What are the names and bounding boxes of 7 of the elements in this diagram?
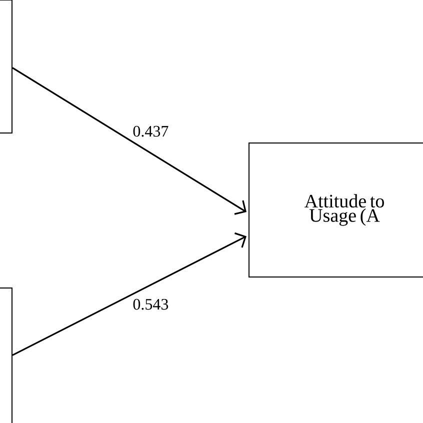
edge-label: 0.543 xyxy=(132,298,170,311)
arrow xyxy=(12,67,246,215)
arrow xyxy=(12,232,246,356)
edge-label: 0.437 xyxy=(132,124,170,138)
empty-box xyxy=(0,288,12,423)
text-box: Attitude to Usage (A xyxy=(248,142,423,278)
empty-box xyxy=(0,0,12,134)
